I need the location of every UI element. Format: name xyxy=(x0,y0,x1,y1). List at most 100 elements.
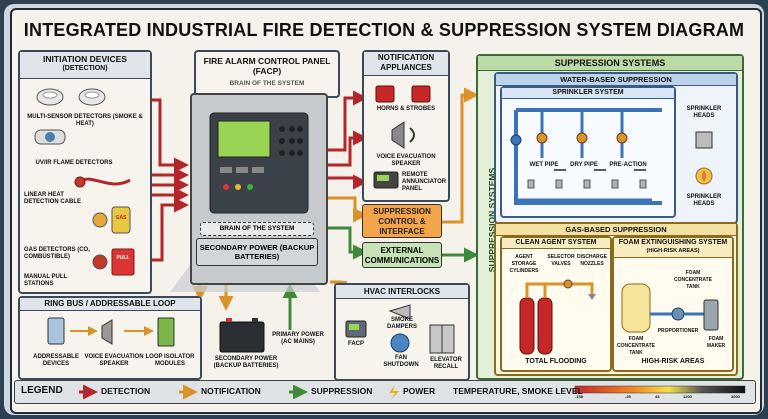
legend-notification: NOTIFICATION xyxy=(201,386,261,396)
isolator-label: LOOP ISOLATOR MODULES xyxy=(145,354,195,367)
initiation-icons xyxy=(34,88,135,276)
selector-valve-icon xyxy=(563,279,573,289)
suppression-title: SUPPRESSION SYSTEMS xyxy=(478,56,742,71)
facp-secondary-power-label: SECONDARY POWER (BACKUP BATTERIES) xyxy=(196,238,318,266)
sprinkler-heads-bottom-label: SPRINKLER HEADS xyxy=(686,194,722,207)
legend-scale-0: -158 xyxy=(575,394,584,399)
horn-icon xyxy=(375,85,395,103)
foam-tank-icon xyxy=(621,283,651,333)
hvac-panel: HVAC INTERLOCKS SMOKE DAMPERS FACP FAN S… xyxy=(334,283,470,381)
hvac-title: HVAC INTERLOCKS xyxy=(336,285,468,299)
isolator-icon xyxy=(157,317,175,347)
strobe-icon xyxy=(411,85,431,103)
legend-scale-4: 3000 xyxy=(731,394,740,399)
ring-bus-panel: RING BUS / ADDRESSABLE LOOP ADDRESSABLE … xyxy=(18,296,202,380)
legend-temperature: TEMPERATURE, SMOKE LEVEL xyxy=(453,386,583,396)
sprinkler-panel: SPRINKLER SYSTEM WET PIPE DRY PIPE PRE-A… xyxy=(500,86,676,218)
initiation-subtitle: (DETECTION) xyxy=(62,65,108,72)
agent-pipe xyxy=(525,282,594,298)
arrow-to-suppression xyxy=(440,87,479,224)
gas-badge: GAS xyxy=(115,215,127,221)
fan-icon xyxy=(390,333,410,353)
legend-title: LEGEND xyxy=(21,385,63,396)
wet-valve-icon xyxy=(536,132,548,144)
addressable-device-icon xyxy=(47,317,65,345)
proportioner-icon xyxy=(671,307,685,321)
elevator-label: ELEVATOR RECALL xyxy=(430,357,462,370)
arrow-to-control xyxy=(325,196,368,223)
arrow-to-external xyxy=(325,226,368,260)
facp-buttons xyxy=(220,167,264,190)
suppression-control-arrows xyxy=(325,87,479,224)
water-supply-icon xyxy=(510,134,522,146)
discharge-nozzles-label: DISCHARGE NOZZLES xyxy=(576,254,607,267)
notification-title: NOTIFICATION APPLIANCES xyxy=(364,52,448,76)
damper-icon xyxy=(388,304,411,320)
high-risk-label: HIGH-RISK AREAS xyxy=(641,358,705,365)
pre-action-label: PRE-ACTION xyxy=(609,162,647,168)
cylinders-label: AGENT STORAGE CYLINDERS xyxy=(509,254,539,274)
foam-maker-label: FOAM MAKER xyxy=(706,336,726,349)
foam-subtitle: (HIGH-RISK AREAS) xyxy=(646,248,700,254)
gas-title: GAS-BASED SUPPRESSION xyxy=(496,224,736,236)
dampers-label: SMOKE DAMPERS xyxy=(386,317,417,330)
external-communications-box: EXTERNAL COMMUNICATIONS xyxy=(362,242,442,268)
suppression-control-box: SUPPRESSION CONTROL & INTERFACE xyxy=(362,204,442,238)
hvac-facp-label: FACP xyxy=(347,341,364,347)
legend-power-icon xyxy=(389,385,399,400)
remote-annunciator-label: REMOTE ANNUNCIATOR PANEL xyxy=(402,172,447,192)
legend-detection: DETECTION xyxy=(101,386,151,396)
nozzle-icon xyxy=(588,294,596,300)
legend-suppression: SUPPRESSION xyxy=(311,386,373,396)
diagram-title: INTEGRATED INDUSTRIAL FIRE DETECTION & S… xyxy=(23,20,745,40)
clean-agent-panel: CLEAN AGENT SYSTEM AGENT STORAGE CYLINDE… xyxy=(500,236,612,372)
foam-panel: FOAM EXTINGUISHING SYSTEM (HIGH-RISK ARE… xyxy=(612,236,734,372)
sprinkler-head-top-icon xyxy=(695,131,713,149)
legend-bar: LEGEND DETECTION NOTIFICATION SUPPRESSIO… xyxy=(14,380,756,404)
wet-pipe-label: WET PIPE xyxy=(529,162,559,168)
legend-scale-3: 1200 xyxy=(683,394,692,399)
ring-bus-title: RING BUS / ADDRESSABLE LOOP xyxy=(20,298,200,311)
gas-detector-label: GAS DETECTORS (CO, COMBUSTIBLE) xyxy=(24,247,90,260)
initiation-devices-panel: INITIATION DEVICES (DETECTION) MULTI-SEN… xyxy=(18,50,152,294)
arrow-remote xyxy=(325,174,368,190)
smoke-detector-label: MULTI-SENSOR DETECTORS (SMOKE & HEAT) xyxy=(27,114,143,127)
flame-detector-label: UV/IR FLAME DETECTORS xyxy=(35,160,113,166)
legend-scale-2: 43 xyxy=(655,394,660,399)
water-title: WATER-BASED SUPPRESSION xyxy=(496,74,736,86)
legend-power: POWER xyxy=(403,386,436,396)
battery-label: SECONDARY POWER (BACKUP BATTERIES) xyxy=(213,356,279,369)
external-arrows xyxy=(325,226,479,263)
foam-tank-label-2: FOAM CONCENTRATE TANK xyxy=(617,336,655,356)
preaction-valve-icon xyxy=(616,132,628,144)
cylinder-icon-1 xyxy=(519,297,535,355)
fan-label: FAN SHUTDOWN xyxy=(383,355,419,368)
pull-station-icon xyxy=(111,248,135,276)
dry-pipe-label: DRY PIPE xyxy=(570,162,598,168)
foam-title: FOAM EXTINGUISHING SYSTEM xyxy=(618,239,728,246)
speaker-icon xyxy=(391,121,405,149)
arrow-horns xyxy=(325,90,368,152)
foam-maker-icon xyxy=(703,299,719,331)
ring-speaker-icon xyxy=(101,319,113,345)
horns-label: HORNS & STROBES xyxy=(376,106,436,112)
initiation-title: INITIATION DEVICES xyxy=(43,54,127,64)
linear-cable-label: LINEAR HEAT DETECTION CABLE xyxy=(24,192,81,205)
legend-temperature-scale xyxy=(574,385,746,394)
notification-arrows xyxy=(325,90,368,190)
facp-brain-label: BRAIN OF THE SYSTEM xyxy=(200,222,314,236)
facp-title-panel: FIRE ALARM CONTROL PANEL (FACP) BRAIN OF… xyxy=(194,50,340,98)
cylinder-icon-2 xyxy=(537,297,553,355)
legend-scale-1: -25 xyxy=(625,394,631,399)
arrow-voice xyxy=(325,130,368,167)
proportioner-label: PROPORTIONER xyxy=(657,328,699,334)
foam-tank-label: FOAM CONCENTRATE TANK xyxy=(674,270,712,290)
pull-badge: PULL xyxy=(116,255,130,261)
facp-title: FIRE ALARM CONTROL PANEL (FACP) xyxy=(203,56,331,76)
addressable-label: ADDRESSABLE DEVICES xyxy=(33,354,79,367)
dry-valve-icon xyxy=(576,132,588,144)
facp-lcd-screen xyxy=(217,120,271,158)
facp-keypad xyxy=(279,126,303,156)
gas-detector-icon xyxy=(111,206,131,234)
clean-agent-title: CLEAN AGENT SYSTEM xyxy=(502,238,610,249)
